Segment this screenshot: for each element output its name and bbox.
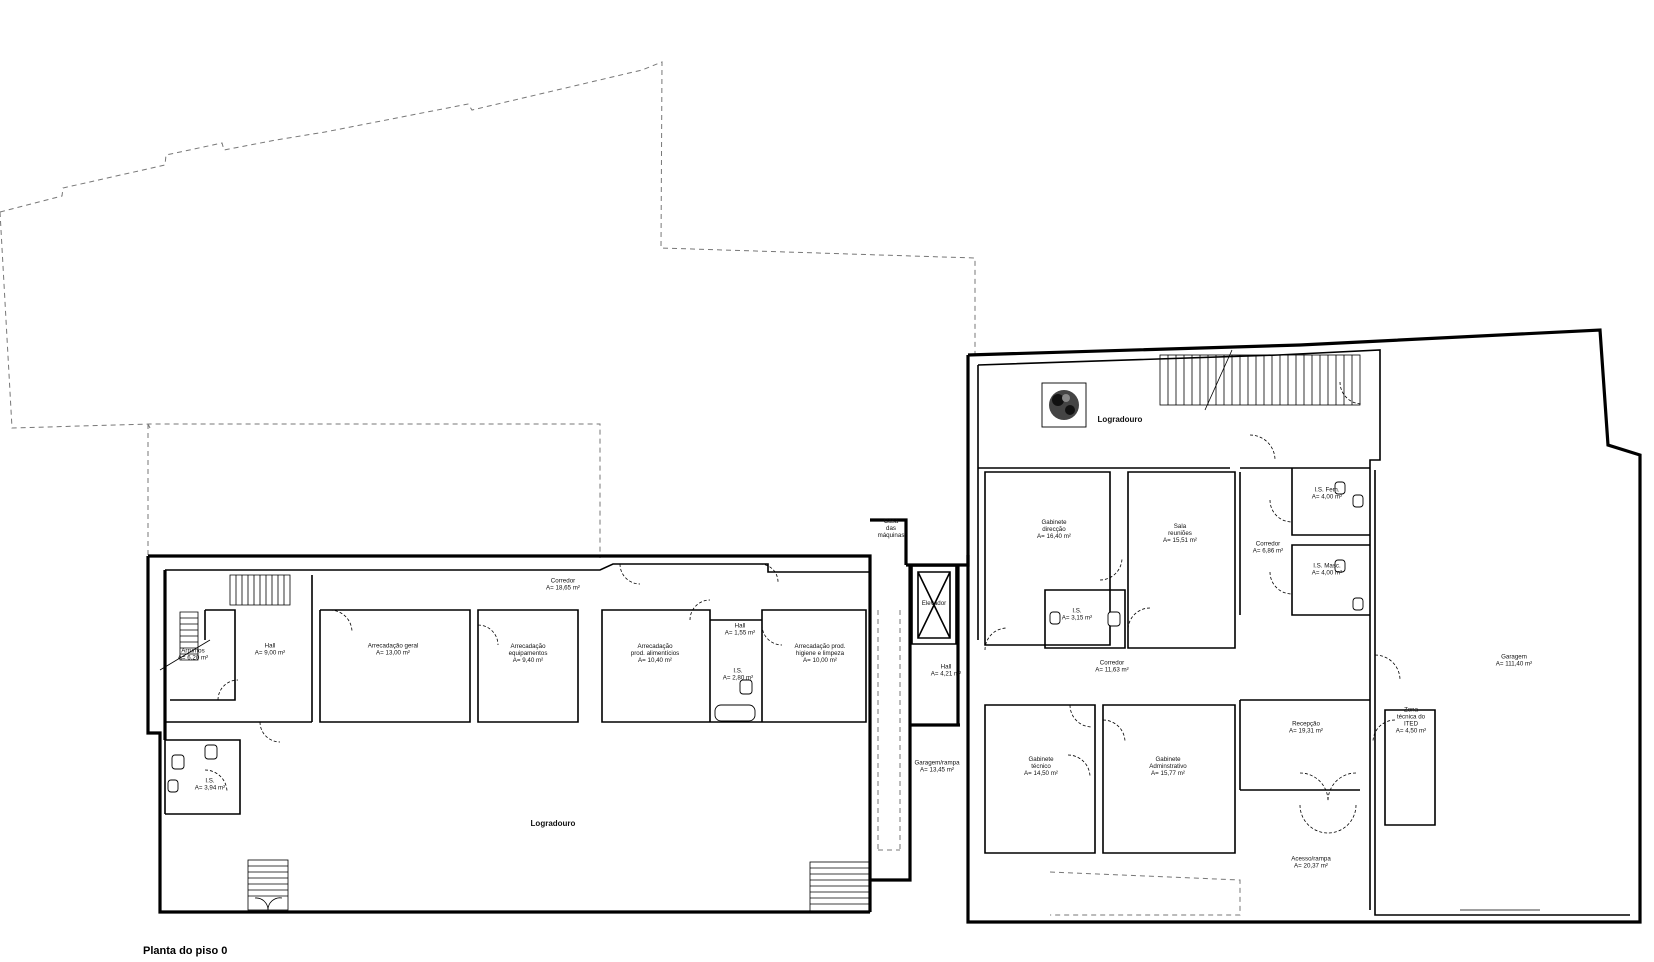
- stair-center-bottom: [809, 861, 871, 913]
- stair-left-top: [159, 574, 291, 671]
- room-name-is-right: I.S.: [1072, 608, 1082, 615]
- doors-left: [204, 563, 783, 793]
- room-name-arrecadacao-equipamentos: Arrecadação: [510, 643, 546, 650]
- room-name-logradouro-top: Logradouro: [1098, 415, 1143, 424]
- room-area-is-right: A= 3,15 m²: [1062, 615, 1092, 622]
- room-name-corredor-left: Corredor: [551, 578, 575, 585]
- room-name-hall-small: Hall: [735, 623, 746, 630]
- room-area-gabinete-tecnico: A= 14,50 m²: [1024, 770, 1058, 777]
- room-area-garagem-rampa: A= 13,45 m²: [920, 767, 954, 774]
- plan-title: Planta do piso 0: [143, 945, 228, 957]
- room-area-corredor-left: A= 18,65 m²: [546, 585, 580, 592]
- room-area-corredor-mid: A= 11,63 m²: [1095, 667, 1128, 674]
- room-area-hall-left: A= 9,00 m²: [255, 650, 285, 657]
- room-name-gabinete-tecnico: técnico: [1031, 763, 1051, 770]
- room-name-gabinete-tecnico: Gabinete: [1028, 756, 1054, 763]
- room-area-recepcao: A= 19,31 m²: [1289, 728, 1323, 735]
- left-wing-outer-wall: [146, 554, 872, 914]
- room-name-gabinete-direccao: Gabinete: [1041, 519, 1067, 526]
- room-name-zona-ited: ITED: [1404, 721, 1419, 728]
- room-area-garagem: A= 111,40 m²: [1496, 661, 1532, 668]
- room-name-logradouro-bottom: Logradouro: [531, 819, 576, 828]
- room-name-is-small: I.S.: [733, 668, 743, 675]
- neighbor-outline: [0, 61, 976, 558]
- room-name-casa-maquinas: das: [886, 525, 896, 532]
- room-area-arrecadacao-alimenticios: A= 10,40 m²: [638, 657, 672, 664]
- room-name-sala-reunioes: reuniões: [1168, 530, 1192, 537]
- left-wing-inner-walls: [164, 563, 870, 815]
- arrumos-walls: [170, 609, 236, 701]
- ramp-lines: [877, 610, 901, 851]
- room-area-corredor-right: A= 6,86 m²: [1253, 548, 1283, 555]
- room-name-gabinete-administrativo: Gabinete: [1155, 756, 1181, 763]
- central-core-walls: [340, 518, 970, 914]
- room-name-zona-ited: técnica do: [1397, 714, 1426, 721]
- room-name-is-fem: I.S. Fem.: [1314, 487, 1339, 494]
- room-name-arrecadacao-higiene: higiene e limpeza: [796, 650, 845, 657]
- room-area-arrecadacao-equipamentos: A= 9,40 m²: [513, 657, 543, 664]
- room-name-arrecadacao-alimenticios: prod. alimentícios: [631, 650, 680, 657]
- right-wing-outer-wall: [966, 328, 1642, 924]
- room-name-garagem: Garagem: [1501, 654, 1527, 661]
- room-name-recepcao: Recepção: [1292, 721, 1320, 728]
- room-name-hall-left: Hall: [265, 643, 276, 650]
- stair-right-top: [1159, 349, 1361, 411]
- room-area-zona-ited: A= 4,50 m²: [1396, 728, 1426, 735]
- room-name-casa-maquinas: Casa: [884, 518, 899, 525]
- room-name-gabinete-administrativo: Adminstrativo: [1149, 763, 1187, 770]
- room-name-corredor-right: Corredor: [1256, 541, 1280, 548]
- room-name-hall-mid: Hall: [941, 664, 952, 671]
- room-area-sala-reunioes: A= 15,51 m²: [1163, 537, 1197, 544]
- room-name-arrecadacao-equipamentos: equipamentos: [509, 650, 548, 657]
- right-wing-inner-walls: [977, 349, 1630, 916]
- room-area-arrumos: A= 6,20 m²: [178, 655, 208, 662]
- room-name-corredor-mid: Corredor: [1100, 660, 1124, 667]
- room-area-is-masc: A= 4,00 m²: [1312, 570, 1342, 577]
- room-area-gabinete-administrativo: A= 15,77 m²: [1151, 770, 1185, 777]
- room-name-sala-reunioes: Sala: [1174, 523, 1187, 530]
- room-area-hall-small: A= 1,55 m²: [725, 630, 755, 637]
- room-name-casa-maquinas: máquinas: [878, 532, 905, 539]
- elevator-box: [911, 565, 957, 645]
- room-area-arrecadacao-geral: A= 13,00 m²: [376, 650, 410, 657]
- fixtures-left: [167, 679, 756, 793]
- room-name-gabinete-direccao: direcção: [1042, 526, 1066, 533]
- room-name-arrecadacao-higiene: Arrecadação prod.: [795, 643, 846, 650]
- entrance-ramp: [1049, 871, 1241, 916]
- room-name-is-left: I.S.: [205, 778, 215, 785]
- room-name-arrumos: Arrumos: [181, 648, 204, 655]
- fixtures-right: [1049, 481, 1364, 627]
- windows: [395, 467, 1540, 916]
- tree-symbol: [1041, 382, 1087, 428]
- room-area-acesso-rampa: A= 20,37 m²: [1294, 863, 1328, 870]
- room-name-acesso-rampa: Acesso/rampa: [1291, 856, 1331, 863]
- room-area-arrecadacao-higiene: A= 10,00 m²: [803, 657, 837, 664]
- room-area-is-small: A= 2,80 m²: [723, 675, 753, 682]
- room-name-is-masc: I.S. Masc.: [1313, 563, 1341, 570]
- room-area-is-fem: A= 4,00 m²: [1312, 494, 1342, 501]
- room-name-zona-ited: Zona: [1404, 707, 1419, 714]
- room-area-hall-mid: A= 4,21 m²: [931, 671, 961, 678]
- doors-right: [984, 381, 1401, 834]
- room-name-elevador: Elevador: [922, 600, 946, 607]
- room-name-garagem-rampa: Garagem/rampa: [914, 760, 960, 767]
- room-area-gabinete-direccao: A= 16,40 m²: [1037, 533, 1071, 540]
- stair-left-bottom: [247, 859, 289, 911]
- room-name-arrecadacao-alimenticios: Arrecadação: [637, 643, 673, 650]
- room-area-is-left: A= 3,94 m²: [195, 785, 225, 792]
- room-name-arrecadacao-geral: Arrecadação geral: [368, 643, 419, 650]
